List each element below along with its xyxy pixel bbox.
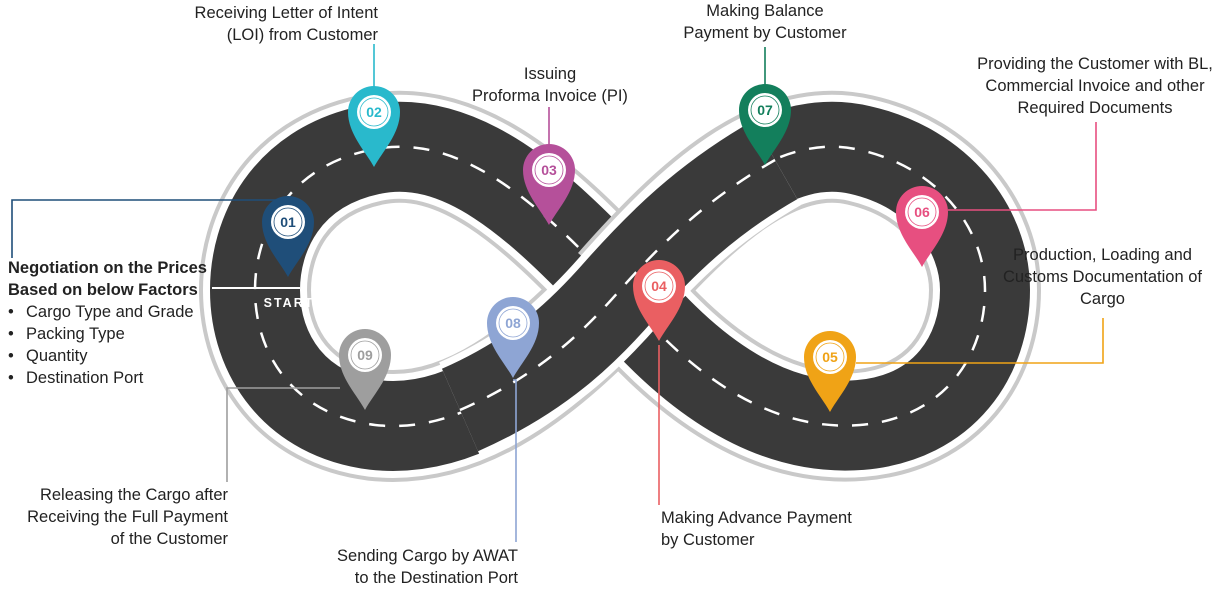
step-01-factor: Quantity — [8, 345, 207, 367]
step-01-factor: Packing Type — [8, 323, 207, 345]
step-02-line-1: Receiving Letter of Intent — [194, 4, 378, 22]
step-05-line-1: Production, Loading and — [1013, 246, 1192, 264]
step-08-label: Sending Cargo by AWAT to the Destination… — [270, 545, 518, 589]
step-05-line-2: Customs Documentation of — [1002, 268, 1202, 286]
pin-badge — [748, 93, 782, 127]
pin-badge-ring — [350, 340, 380, 370]
step-05-line-3: Cargo — [1080, 290, 1125, 308]
step-09-number: 09 — [357, 347, 373, 363]
pin-badge — [271, 205, 305, 239]
step-08-line-1: Sending Cargo by AWAT — [337, 547, 518, 565]
step-01-pin-icon: 01 — [262, 196, 314, 277]
pin-badge-ring — [907, 197, 937, 227]
step-01-factor-list: Cargo Type and Grade Packing Type Quanti… — [8, 301, 207, 389]
step-04-line-1: Making Advance Payment — [661, 509, 852, 527]
connector-line-09 — [226, 387, 340, 482]
location-pins: 01 02 03 04 05 06 07 08 09 — [262, 84, 948, 412]
step-04-number: 04 — [651, 278, 667, 294]
step-07-label: Making Balance Payment by Customer — [655, 0, 875, 44]
step-02-pin-icon: 02 — [348, 86, 400, 167]
step-04-pin-icon: 04 — [633, 260, 685, 341]
step-09-line-3: of the Customer — [110, 530, 228, 548]
step-07-line-2: Payment by Customer — [683, 24, 847, 42]
pin-badge — [357, 95, 391, 129]
pin-badge-ring — [644, 271, 674, 301]
step-03-pin-icon: 03 — [523, 144, 575, 225]
step-01-title-line-2: Based on below Factors — [8, 281, 198, 299]
step-03-number: 03 — [541, 162, 557, 178]
step-09-line-2: Receiving the Full Payment — [27, 508, 228, 526]
step-06-label: Providing the Customer with BL, Commerci… — [950, 53, 1232, 119]
pin-badge-ring — [359, 97, 389, 127]
step-05-pin-icon: 05 — [804, 330, 857, 412]
pin-badge-ring — [815, 342, 845, 372]
step-02-line-2: (LOI) from Customer — [226, 26, 378, 44]
step-03-line-2: Proforma Invoice (PI) — [472, 87, 628, 105]
step-06-line-2: Commercial Invoice and other — [985, 77, 1205, 95]
pin-badge-ring — [498, 308, 528, 338]
step-09-label: Releasing the Cargo after Receiving the … — [0, 484, 228, 550]
pin-badge — [496, 306, 530, 340]
step-03-label: Issuing Proforma Invoice (PI) — [430, 63, 670, 107]
step-06-number: 06 — [914, 204, 930, 220]
start-label: START — [264, 296, 315, 310]
step-01-title-line-1: Negotiation on the Prices — [8, 259, 207, 277]
pin-badge-ring — [534, 155, 564, 185]
step-08-pin-icon: 08 — [487, 297, 539, 378]
step-07-line-1: Making Balance — [706, 2, 824, 20]
step-02-number: 02 — [366, 104, 382, 120]
pin-badge — [813, 340, 847, 374]
step-01-factor: Destination Port — [8, 367, 207, 389]
step-05-label: Production, Loading and Customs Document… — [970, 244, 1232, 310]
step-06-line-3: Required Documents — [1017, 99, 1173, 117]
pin-badge-ring — [750, 95, 780, 125]
step-09-line-1: Releasing the Cargo after — [39, 486, 228, 504]
connector-line-06 — [948, 122, 1097, 211]
pin-badge-ring — [273, 207, 303, 237]
step-04-line-2: by Customer — [661, 531, 755, 549]
connector-line-05 — [856, 318, 1104, 364]
step-08-number: 08 — [505, 315, 521, 331]
step-09-pin-icon: 09 — [339, 329, 391, 410]
step-01-label: Negotiation on the Prices Based on below… — [8, 257, 207, 389]
pin-badge — [642, 269, 676, 303]
pin-badge — [532, 153, 566, 187]
step-02-label: Receiving Letter of Intent (LOI) from Cu… — [128, 2, 378, 46]
step-07-number: 07 — [757, 102, 773, 118]
step-07-pin-icon: 07 — [739, 84, 791, 165]
connector-line-08 — [513, 379, 517, 542]
pin-badge — [905, 195, 939, 229]
step-08-line-2: to the Destination Port — [354, 569, 518, 587]
step-04-label: Making Advance Payment by Customer — [661, 507, 852, 551]
step-01-factor: Cargo Type and Grade — [8, 301, 207, 323]
step-03-line-1: Issuing — [523, 65, 577, 83]
step-06-pin-icon: 06 — [896, 186, 948, 267]
step-06-line-1: Providing the Customer with BL, — [977, 55, 1213, 73]
step-05-number: 05 — [822, 349, 838, 365]
pin-badge — [348, 338, 382, 372]
step-01-number: 01 — [280, 214, 296, 230]
